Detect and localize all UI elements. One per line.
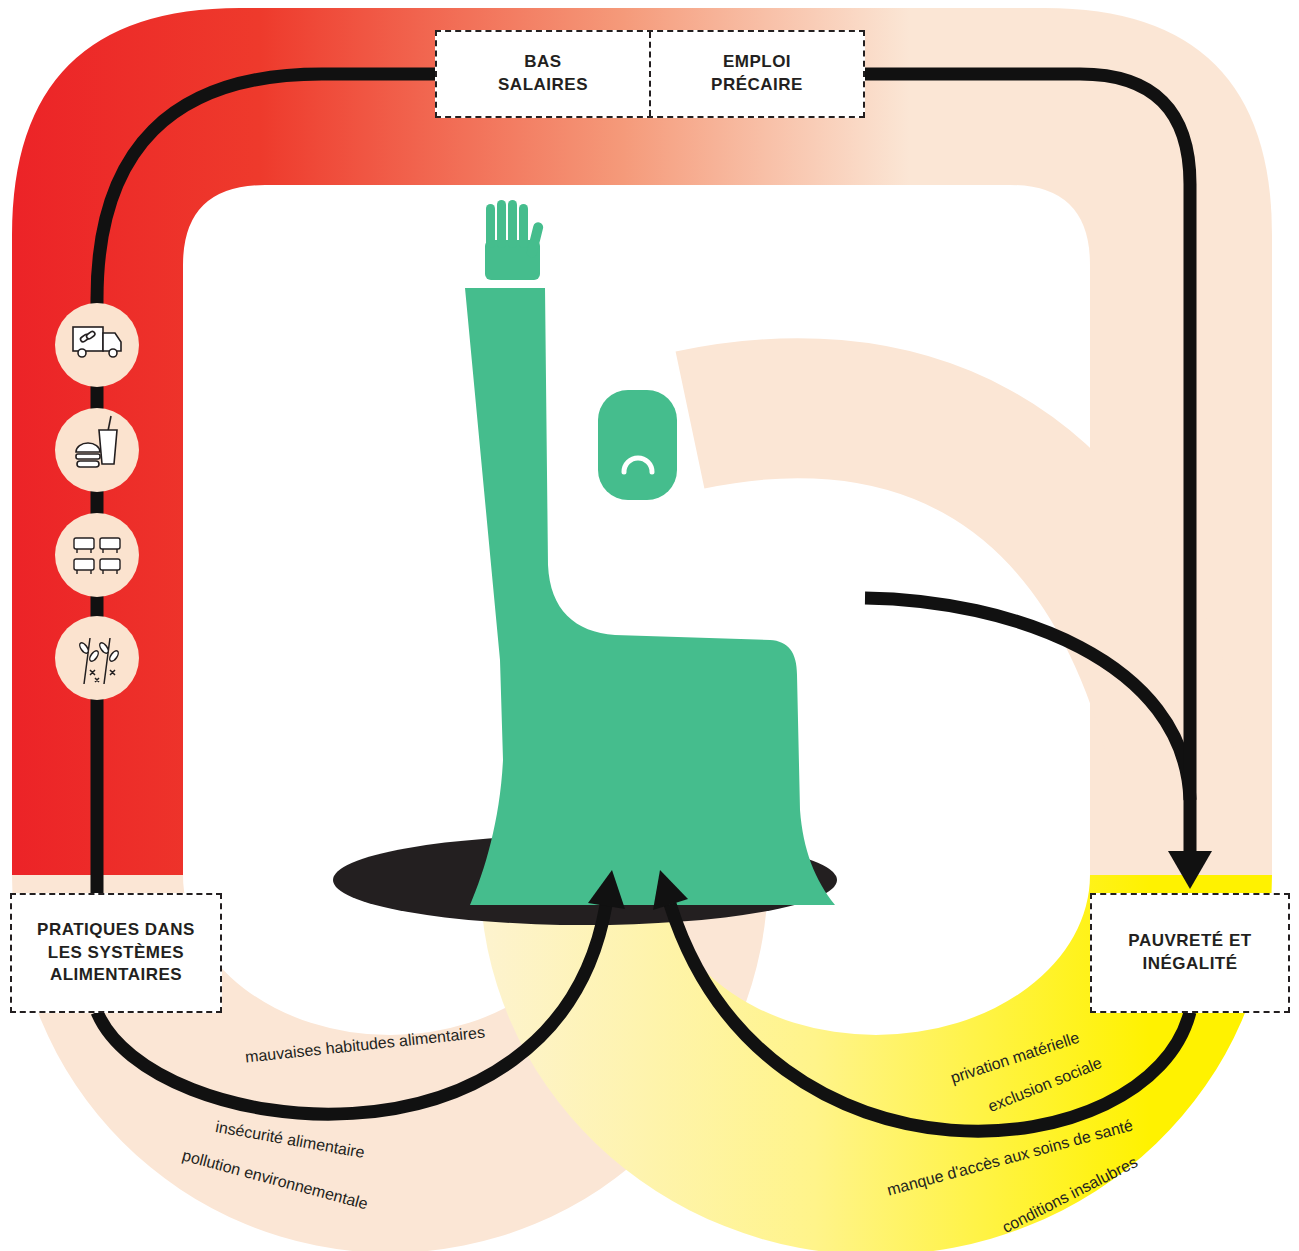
finger [519,204,528,248]
truck-icon [55,303,139,387]
straw [108,416,111,431]
icon-circle [55,408,139,492]
source-box: PRATIQUES DANS LES SYSTÈMES ALIMENTAIRES [10,893,222,1013]
icon-circle [55,616,139,700]
figure-body [465,288,835,905]
patty [76,454,100,459]
box-text: BAS SALAIRES [437,32,649,116]
cause-box: BAS SALAIRESEMPLOI PRÉCAIRE [435,30,865,118]
thumb [526,221,544,258]
finger [497,200,506,248]
box-text: EMPLOI PRÉCAIRE [649,32,863,116]
sad-mouth [624,458,652,472]
outcome-box: PAUVRETÉ ET INÉGALITÉ [1090,893,1290,1013]
figure-head [598,390,677,500]
cow [100,559,120,570]
feedback-arrow-line [865,598,1190,800]
truck-wheel [78,349,86,357]
leaf [78,641,90,654]
icon-circle [55,303,139,387]
connector [97,74,435,893]
finger [486,204,495,248]
leaf [88,649,100,662]
pesticide-marks [90,670,115,682]
loop-arrow-head [653,870,688,910]
leaf [98,641,110,654]
cow [74,538,94,549]
box-text: PAUVRETÉ ET INÉGALITÉ [1092,895,1288,1011]
bun-bottom [77,461,99,467]
crops-icon [55,616,139,700]
truck-cab [103,333,121,351]
loop-arrow-head [588,870,625,909]
connector [865,74,1212,889]
cow-legs [77,549,117,574]
cow [100,538,120,549]
stem [84,638,110,684]
box-text: PRATIQUES DANS LES SYSTÈMES ALIMENTAIRES [12,895,220,1011]
cup [99,430,117,464]
cow [74,559,94,570]
truck-cargo [73,327,103,351]
icon-circle [55,513,139,597]
truck-wheel [109,349,117,357]
livestock-icon [55,513,139,597]
arrow-head [1168,851,1212,889]
chain-link [86,330,96,339]
leaf [108,649,120,662]
figure-hand [485,200,544,280]
connector-line [97,74,435,893]
finger [508,200,517,248]
fastfood-icon [55,408,139,492]
bun-top [76,443,100,452]
connector-line [865,74,1190,857]
